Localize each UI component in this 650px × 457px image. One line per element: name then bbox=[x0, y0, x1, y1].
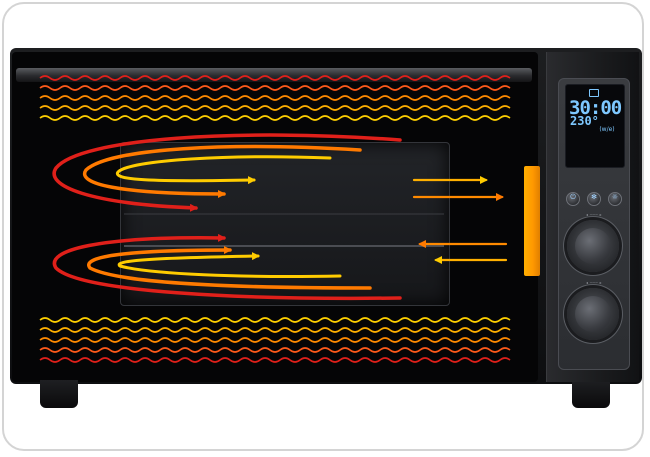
heat-indicator-strip bbox=[524, 166, 540, 276]
power-button[interactable] bbox=[566, 192, 580, 206]
power-icon: ⏻ bbox=[570, 193, 576, 201]
upper-airflow-arrows bbox=[52, 133, 402, 212]
lower-airflow-arrows bbox=[52, 233, 402, 301]
oven-foot-right bbox=[572, 380, 610, 408]
temperature-knob-cap bbox=[575, 296, 611, 332]
door-handle[interactable] bbox=[16, 68, 532, 82]
oven-rack bbox=[124, 213, 444, 247]
knob-label-mark-upper: ◂ ─── ▸ bbox=[586, 212, 602, 217]
knob-label-mark-lower: ◂ ─── ▸ bbox=[586, 280, 602, 285]
function-knob[interactable] bbox=[567, 220, 619, 272]
function-knob-cap bbox=[575, 228, 611, 264]
oven-foot-left bbox=[40, 380, 78, 408]
lock-icon bbox=[589, 89, 599, 97]
right-airflow-arrows bbox=[412, 176, 508, 264]
fan-icon: ✻ bbox=[591, 193, 597, 201]
fan-button[interactable] bbox=[587, 192, 601, 206]
display-time: 30:00 bbox=[569, 97, 622, 119]
oven-window bbox=[120, 142, 450, 306]
light-icon: ☼ bbox=[611, 193, 619, 201]
display-temperature: 230° bbox=[570, 114, 599, 128]
light-button[interactable] bbox=[608, 192, 622, 206]
temperature-knob[interactable] bbox=[567, 288, 619, 340]
bottom-heat-waves bbox=[39, 317, 511, 363]
top-heat-waves bbox=[39, 75, 511, 121]
digital-display bbox=[565, 84, 625, 168]
display-mode: (w/e) bbox=[599, 126, 615, 133]
